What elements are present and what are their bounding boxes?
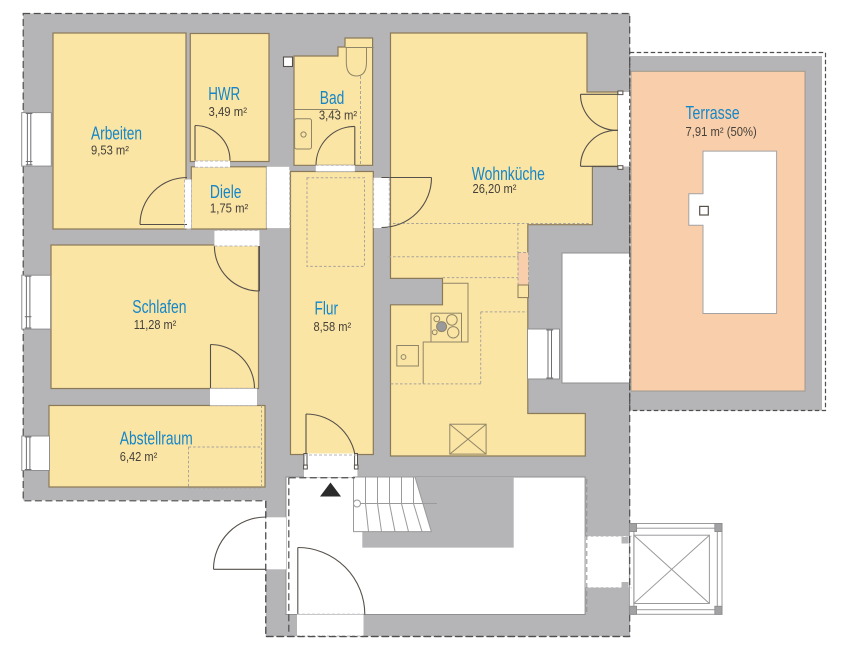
svg-text:Diele: Diele [210, 181, 242, 202]
svg-text:Wohnküche: Wohnküche [472, 163, 545, 184]
svg-text:7,91 m² (50%): 7,91 m² (50%) [686, 124, 757, 139]
svg-text:Schlafen: Schlafen [132, 296, 186, 317]
svg-text:Terrasse: Terrasse [686, 102, 740, 123]
svg-text:9,53 m²: 9,53 m² [91, 143, 130, 158]
svg-text:6,42 m²: 6,42 m² [120, 449, 158, 464]
svg-text:HWR: HWR [208, 83, 240, 104]
svg-text:11,28 m²: 11,28 m² [134, 317, 177, 332]
svg-text:Bad: Bad [320, 87, 345, 108]
svg-text:3,43 m²: 3,43 m² [319, 108, 358, 123]
svg-text:1,75 m²: 1,75 m² [210, 201, 249, 216]
svg-text:3,49 m²: 3,49 m² [209, 104, 248, 119]
svg-text:Abstellraum: Abstellraum [120, 428, 193, 449]
svg-text:8,58 m²: 8,58 m² [314, 319, 352, 334]
svg-text:Arbeiten: Arbeiten [91, 123, 142, 144]
svg-text:26,20 m²: 26,20 m² [473, 181, 518, 196]
svg-text:Flur: Flur [315, 298, 339, 319]
